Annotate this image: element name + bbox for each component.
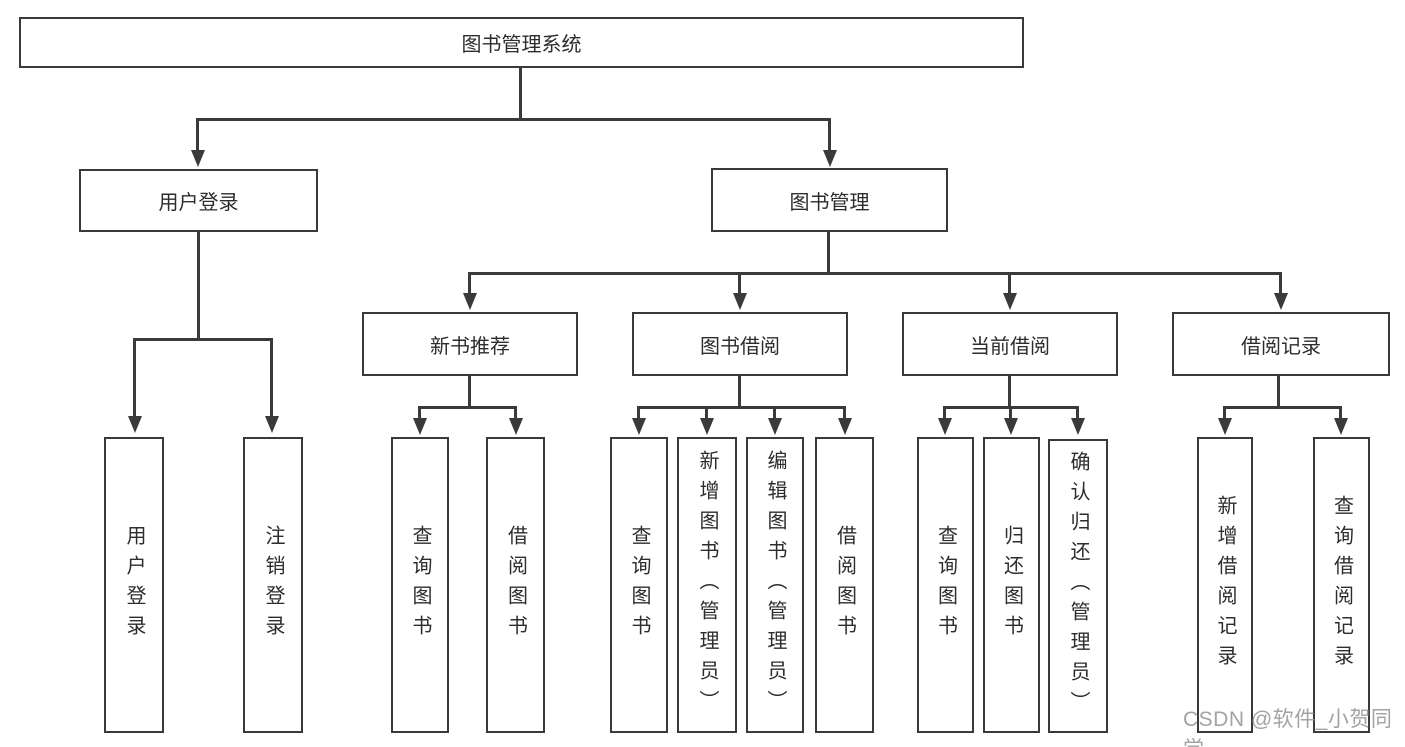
node-current-borrowing-label: 当前借阅 — [970, 335, 1050, 358]
node-book-borrowing: 图书借阅 — [632, 312, 848, 376]
leaf-current-return-books-label: 归还图书 — [1000, 525, 1023, 645]
arrow-down-icon — [773, 406, 776, 418]
leaf-user-login-label: 用户登录 — [123, 525, 145, 645]
connector-line — [1277, 376, 1280, 406]
connector-line — [519, 68, 522, 118]
connector-line — [418, 406, 517, 409]
csdn-watermark: CSDN @软件_小贺同学 — [1183, 708, 1393, 747]
leaf-records-query-record: 查询借阅记录 — [1313, 437, 1370, 733]
leaf-current-return-books: 归还图书 — [983, 437, 1040, 733]
arrow-down-icon — [1339, 406, 1342, 418]
node-root: 图书管理系统 — [19, 17, 1024, 68]
connector-line — [1223, 406, 1342, 409]
arrow-down-icon — [705, 406, 708, 418]
leaf-borrowing-query-books: 查询图书 — [610, 437, 668, 733]
arrow-down-icon — [1279, 272, 1282, 293]
leaf-newbook-query-books: 查询图书 — [391, 437, 449, 733]
arrow-down-icon — [1009, 406, 1012, 418]
arrow-down-icon — [1008, 272, 1011, 293]
arrow-down-icon — [418, 406, 421, 418]
leaf-records-add-record: 新增借阅记录 — [1197, 437, 1253, 733]
leaf-borrowing-edit-books-admin-label: 编辑图书（管理员） — [764, 450, 786, 720]
leaf-current-confirm-return-admin: 确认归还（管理员） — [1048, 439, 1108, 733]
node-borrowing-records: 借阅记录 — [1172, 312, 1390, 376]
node-book-borrowing-label: 图书借阅 — [700, 335, 780, 358]
leaf-logout-label: 注销登录 — [262, 525, 284, 645]
connector-line — [469, 272, 1282, 275]
leaf-newbook-query-books-label: 查询图书 — [409, 525, 431, 645]
leaf-borrowing-edit-books-admin: 编辑图书（管理员） — [746, 437, 804, 733]
arrow-down-icon — [514, 406, 517, 418]
node-new-book-recommend: 新书推荐 — [362, 312, 578, 376]
leaf-current-query-books-label: 查询图书 — [934, 525, 957, 645]
node-book-management-label: 图书管理 — [789, 191, 870, 214]
connector-line — [197, 118, 831, 121]
leaf-borrowing-borrow-books: 借阅图书 — [815, 437, 874, 733]
arrow-down-icon — [843, 406, 846, 418]
leaf-newbook-borrow-books: 借阅图书 — [486, 437, 545, 733]
leaf-records-add-record-label: 新增借阅记录 — [1214, 495, 1236, 675]
connector-line — [468, 376, 471, 406]
arrow-down-icon — [637, 406, 640, 418]
leaf-borrowing-query-books-label: 查询图书 — [628, 525, 650, 645]
leaf-logout: 注销登录 — [243, 437, 303, 733]
connector-line — [197, 232, 200, 338]
leaf-user-login: 用户登录 — [104, 437, 164, 733]
leaf-borrowing-add-books-admin: 新增图书（管理员） — [677, 437, 737, 733]
connector-line — [637, 406, 845, 409]
arrow-down-icon — [1223, 406, 1226, 418]
node-user-login: 用户登录 — [79, 169, 318, 232]
leaf-current-query-books: 查询图书 — [917, 437, 974, 733]
arrow-down-icon — [738, 272, 741, 293]
arrow-down-icon — [133, 338, 136, 416]
arrow-down-icon — [270, 338, 273, 416]
node-current-borrowing: 当前借阅 — [902, 312, 1118, 376]
arrow-down-icon — [828, 118, 831, 150]
arrow-down-icon — [1076, 406, 1079, 418]
leaf-newbook-borrow-books-label: 借阅图书 — [504, 525, 527, 645]
connector-line — [827, 232, 830, 272]
connector-line — [133, 338, 273, 341]
leaf-records-query-record-label: 查询借阅记录 — [1330, 495, 1353, 675]
connector-line — [738, 376, 741, 406]
node-user-login-label: 用户登录 — [158, 192, 239, 214]
node-borrowing-records-label: 借阅记录 — [1241, 335, 1321, 358]
connector-line — [1008, 376, 1011, 406]
node-root-label: 图书管理系统 — [461, 34, 582, 56]
arrow-down-icon — [943, 406, 946, 418]
arrow-down-icon — [196, 118, 199, 150]
arrow-down-icon — [468, 272, 471, 293]
node-new-book-recommend-label: 新书推荐 — [430, 335, 510, 358]
leaf-borrowing-add-books-admin-label: 新增图书（管理员） — [696, 450, 718, 720]
leaf-current-confirm-return-admin-label: 确认归还（管理员） — [1067, 451, 1089, 721]
leaf-borrowing-borrow-books-label: 借阅图书 — [833, 525, 856, 645]
node-book-management: 图书管理 — [711, 168, 948, 232]
